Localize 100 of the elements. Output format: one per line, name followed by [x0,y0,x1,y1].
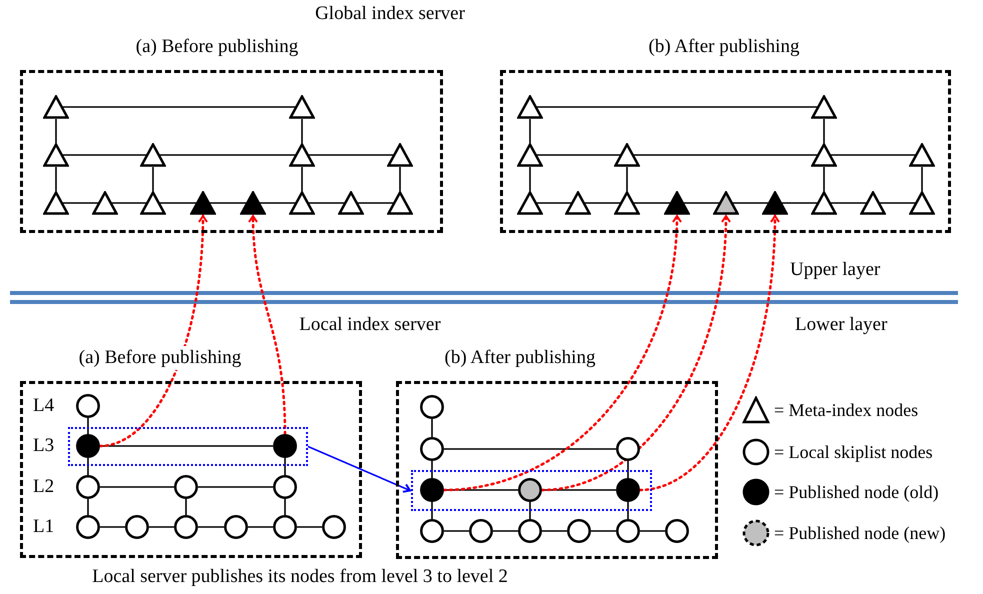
arrow [98,214,208,448]
connector-line [301,119,303,143]
legend-text: = Published node (old) [774,481,939,504]
connector-line [627,502,629,519]
arrow [638,214,780,492]
connector-line [210,202,246,204]
connector-line [732,202,768,204]
triangle-node [664,191,690,215]
connector-line [542,530,567,532]
arrow [442,214,682,492]
connector-line [55,167,57,191]
triangle-node [614,143,640,167]
connector-line [431,502,433,519]
circle-node [76,394,100,418]
circle-node [76,475,100,499]
circle-node [616,519,640,543]
connector-line [62,154,146,156]
connector-line [823,167,825,191]
triangle-node [92,191,118,215]
connector-line [584,202,620,204]
connector-line [55,119,57,143]
connector-line [529,167,531,191]
connector-line [634,202,670,204]
connector-line [284,458,286,475]
triangle-node [190,191,216,215]
triangle-node [860,191,886,215]
connector-line [431,419,433,437]
text-label: Upper layer [790,258,880,282]
triangle-node [43,95,69,119]
connector-line [536,106,818,108]
connector-line [536,202,572,204]
triangle-node [43,143,69,167]
legend-text: = Meta-index nodes [774,399,918,422]
triangle-node [517,143,543,167]
connector-line [160,154,296,156]
connector-line [444,489,518,491]
circle-node [273,475,297,499]
text-label: Global index server [315,2,465,26]
legend-text: = Local skiplist nodes [774,441,933,464]
text-label: Local server publishes its nodes from level 3 to level 2 [92,565,508,589]
arrow [308,446,411,493]
legend-text: = Published node (new) [774,522,946,545]
connector-line [308,154,394,156]
text-label: L1 [33,515,54,539]
connector-line [880,202,916,204]
circle-node [420,478,444,502]
triangle-node [240,191,266,215]
triangle-node [811,95,837,119]
connector-line [921,167,923,191]
text-label: L2 [33,475,54,499]
circle-node [174,515,198,539]
triangle-node [517,191,543,215]
text-label: L4 [33,394,54,418]
triangle-node [140,143,166,167]
triangle-node [614,191,640,215]
connector-line [542,489,616,491]
circle-node [518,519,542,543]
connector-line [100,526,125,528]
connector-line [431,461,433,478]
connector-line [160,202,196,204]
connector-line [823,119,825,143]
connector-line [684,202,720,204]
circle-node [322,515,346,539]
triangle-node [387,143,413,167]
circle-node [420,395,444,419]
circle-node [420,437,444,461]
circle-node [420,519,444,543]
text-label: L3 [33,434,54,458]
connector-line [198,526,224,528]
connector-line [627,461,629,478]
arrow [540,214,731,492]
connector-line [444,530,469,532]
connector-line [308,202,344,204]
circle-node [273,434,297,458]
connector-line [301,167,303,191]
connector-line [100,445,273,447]
connector-line [626,167,628,191]
connector-line [62,106,296,108]
triangle-node [713,191,739,215]
connector-line [87,418,89,434]
connector-line [100,486,174,488]
circle-node [76,434,100,458]
triangle-node [140,191,166,215]
connector-line [640,530,665,532]
connector-line [152,167,154,191]
connector-line [830,202,866,204]
connector-line [260,202,296,204]
arrow [248,214,286,436]
triangle-node [289,95,315,119]
circle-node [567,519,591,543]
selection-box [68,427,308,466]
connector-line [493,530,518,532]
connector-line [112,202,146,204]
circle-node [665,519,689,543]
connector-line [536,154,620,156]
text-label: Local index server [299,313,441,337]
connector-line [529,119,531,143]
triangle-node [387,191,413,215]
circle-node [469,519,493,543]
connector-line [185,499,187,515]
